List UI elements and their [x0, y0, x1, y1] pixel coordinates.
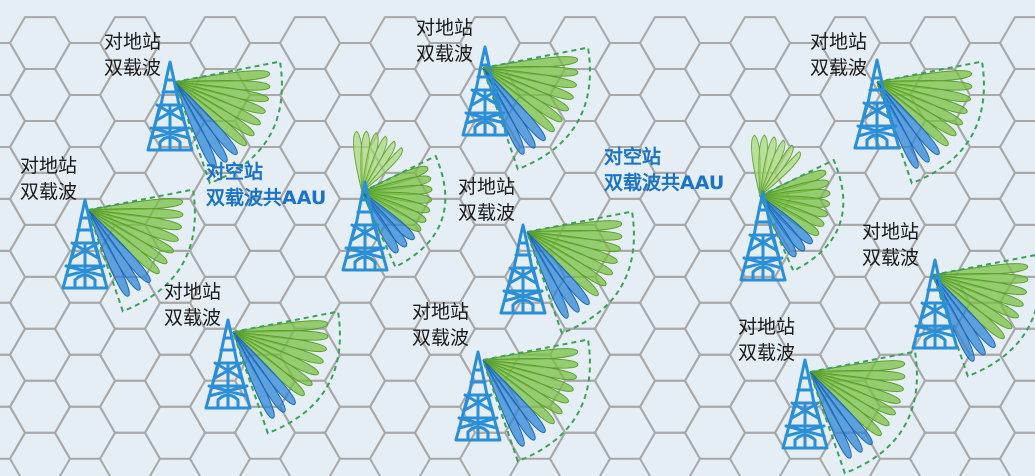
labels-layer: 对地站 双载波 对地站 双载波 对地站 双载波 对地站 双载波 对地站 双载波 … [20, 17, 919, 364]
coverage-outline [86, 188, 196, 313]
beam-fan-icon [481, 338, 591, 463]
beam-fan-icon [86, 188, 196, 313]
air-station-label-line2: 双载波共AAU [206, 186, 326, 209]
hexagon-cell [998, 431, 1035, 476]
air-beam-lobe [361, 147, 404, 193]
coverage-outline [481, 338, 591, 463]
station-label-line2: 双载波 [738, 342, 795, 364]
beam-fan-icon [808, 350, 918, 475]
coverage-outline [808, 350, 918, 475]
station-label-line1: 对地站 [738, 316, 795, 338]
station-label-line1: 对地站 [164, 281, 221, 303]
beams-layer [86, 46, 1035, 475]
beam-lobe [87, 209, 130, 297]
station-label-line1: 对地站 [810, 31, 867, 53]
beam-fan-icon [751, 134, 845, 273]
hexagon-cell [998, 16, 1035, 70]
coverage-outline [481, 46, 591, 171]
station-label-line1: 对地站 [20, 155, 77, 177]
beam-fan-icon [173, 60, 283, 185]
station-label-line1: 对地站 [458, 176, 515, 198]
air-station-label-line2: 双载波共AAU [604, 171, 724, 194]
hexagon-cell [998, 327, 1035, 382]
hexagon-cell [998, 223, 1035, 278]
coverage-outline [758, 158, 845, 273]
station-label-line2: 双载波 [458, 202, 515, 224]
beam-fan-icon [525, 210, 635, 335]
beam-fan-icon [931, 254, 1035, 378]
beam-fan-icon [875, 60, 985, 185]
beam-lobe [232, 331, 275, 419]
station-label-line2: 双载波 [164, 307, 221, 329]
station-label-line2: 双载波 [862, 247, 919, 269]
hexagon-cell [998, 171, 1035, 226]
beam-lobe [526, 231, 569, 319]
beam-lobe [174, 81, 217, 169]
hexagon-cell [998, 379, 1035, 434]
air-station-label-line1: 对空站 [206, 160, 263, 183]
station-label-line1: 对地站 [862, 221, 919, 243]
station-label-line2: 双载波 [412, 327, 469, 349]
air-beam-lobe [759, 151, 802, 197]
coverage-outline [931, 254, 1035, 378]
coverage-outline [875, 60, 985, 185]
coverage-outline [525, 210, 635, 335]
coverage-outline [231, 310, 341, 435]
station-label-line2: 双载波 [104, 57, 161, 79]
coverage-outline [173, 60, 283, 185]
beam-lobe [482, 359, 525, 447]
station-label-line2: 双载波 [416, 43, 473, 65]
air-station-label-line1: 对空站 [604, 145, 661, 168]
hexagon-cell [998, 120, 1035, 174]
beam-fan-icon [231, 310, 341, 435]
hexagon-cell [998, 68, 1035, 122]
station-label-line1: 对地站 [104, 31, 161, 53]
station-label-line1: 对地站 [412, 301, 469, 323]
station-label-line2: 双载波 [810, 57, 867, 79]
beam-fan-icon [353, 130, 447, 269]
beam-lobe [809, 371, 852, 459]
station-label-line2: 双载波 [20, 181, 77, 203]
coverage-outline [360, 154, 447, 269]
station-label-line1: 对地站 [416, 17, 473, 39]
